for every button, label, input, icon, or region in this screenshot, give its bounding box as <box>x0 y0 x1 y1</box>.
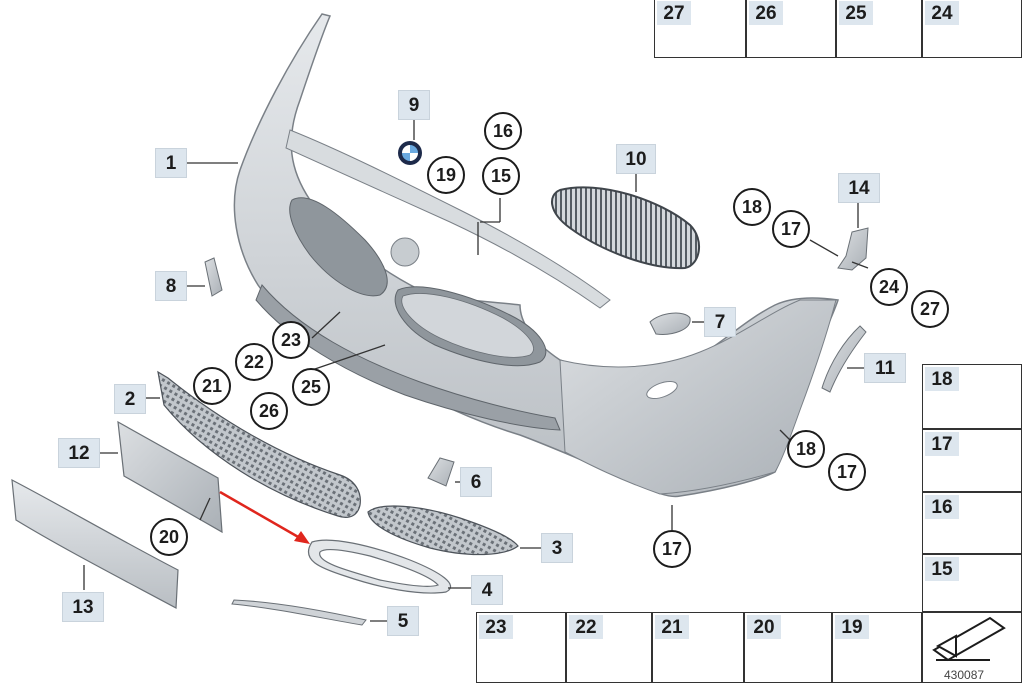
circle-callout-19: 19 <box>427 156 465 194</box>
circle-callout-27: 27 <box>911 290 949 328</box>
cell-number: 27 <box>657 1 691 25</box>
circle-callout-17-upper: 17 <box>772 210 810 248</box>
circle-callout-15: 15 <box>482 157 520 195</box>
part-9-emblem <box>398 141 422 165</box>
callout-13: 13 <box>62 592 104 622</box>
cell-number: 19 <box>835 615 869 639</box>
cell-number: 18 <box>925 367 959 391</box>
part-10-kidney-grille <box>551 186 700 270</box>
circle-callout-20: 20 <box>150 518 188 556</box>
part-14-bracket <box>837 227 869 271</box>
part-2-lower-grille <box>157 370 361 518</box>
callout-2: 2 <box>114 384 146 414</box>
callout-12: 12 <box>58 438 100 468</box>
callout-4: 4 <box>471 575 503 605</box>
fastener-cell-26: 26 <box>746 0 836 58</box>
part-11-strip <box>821 325 867 393</box>
callout-11: 11 <box>864 353 906 383</box>
part-8-bracket <box>204 257 223 297</box>
reference-code: 430087 <box>944 668 985 682</box>
fastener-cell-22: 22 <box>566 612 652 683</box>
callout-3: 3 <box>541 533 573 563</box>
part-13-plate <box>11 478 179 609</box>
circle-callout-16: 16 <box>484 112 522 150</box>
part-4-trim <box>307 539 452 594</box>
fastener-cell-25: 25 <box>836 0 922 58</box>
bumper-cover <box>233 13 839 498</box>
callout-1: 1 <box>155 148 187 178</box>
cell-number: 16 <box>925 495 959 519</box>
circle-callout-22: 22 <box>235 343 273 381</box>
cell-number: 20 <box>747 615 781 639</box>
circle-callout-18-lower: 18 <box>787 430 825 468</box>
callout-14: 14 <box>838 173 880 203</box>
part-12-plate-holder <box>117 420 223 534</box>
fastener-cell-27: 27 <box>654 0 746 58</box>
part-5-strip <box>231 599 367 626</box>
fastener-cell-16: 16 <box>922 492 1022 554</box>
circle-callout-17-lower: 17 <box>653 530 691 568</box>
cell-number: 23 <box>479 615 513 639</box>
cell-number: 21 <box>655 615 689 639</box>
circle-callout-18-upper: 18 <box>733 188 771 226</box>
fastener-cell-15: 15 <box>922 554 1022 612</box>
fastener-cell-19: 19 <box>832 612 922 683</box>
fastener-cell-18: 18 <box>922 364 1022 429</box>
direction-arrow-icon <box>932 616 1006 662</box>
fastener-cell-21: 21 <box>652 612 744 683</box>
leader-lines <box>83 118 869 622</box>
callout-9: 9 <box>398 90 430 120</box>
circle-callout-26: 26 <box>250 392 288 430</box>
cell-number: 22 <box>569 615 603 639</box>
cell-number: 24 <box>925 1 959 25</box>
callout-8: 8 <box>155 271 187 301</box>
part-7-cap <box>649 312 691 335</box>
callout-10: 10 <box>616 144 656 174</box>
fastener-cell-24: 24 <box>922 0 1022 58</box>
part-6-cover <box>427 457 455 487</box>
fastener-cell-23: 23 <box>476 612 566 683</box>
fastener-cell-20: 20 <box>744 612 832 683</box>
callout-5: 5 <box>387 606 419 636</box>
circle-callout-25: 25 <box>292 368 330 406</box>
cell-number: 26 <box>749 1 783 25</box>
red-arrow-indicator <box>219 490 310 544</box>
circle-callout-17-right: 17 <box>828 453 866 491</box>
part-3-side-grille <box>367 505 519 556</box>
circle-callout-23: 23 <box>272 321 310 359</box>
fastener-cell-17: 17 <box>922 429 1022 492</box>
circle-callout-24: 24 <box>870 268 908 306</box>
cell-number: 15 <box>925 557 959 581</box>
cell-number: 25 <box>839 1 873 25</box>
circle-callout-21: 21 <box>193 367 231 405</box>
cell-number: 17 <box>925 432 959 456</box>
callout-6: 6 <box>460 467 492 497</box>
callout-7: 7 <box>704 307 736 337</box>
